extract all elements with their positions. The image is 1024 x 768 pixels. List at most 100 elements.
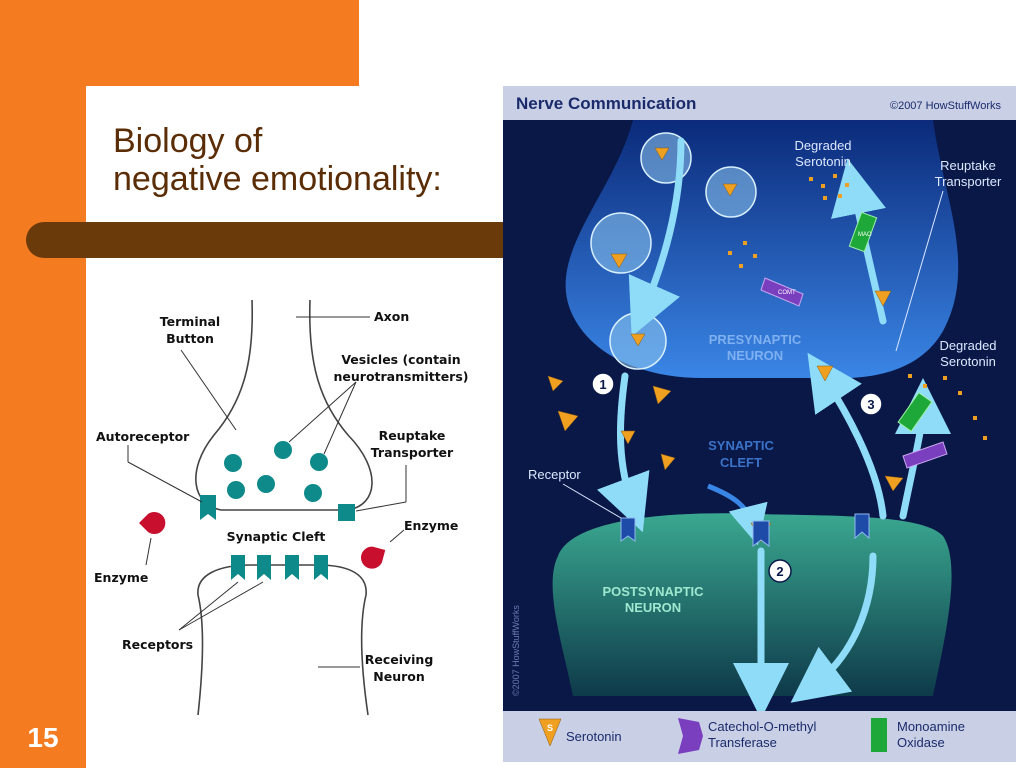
slide-number: 15 [27,722,59,753]
serotonin-molecule [874,290,892,307]
synaptic-cleft-label-2: CLEFT [720,455,762,470]
postsynaptic-receptors [231,555,328,580]
vesicle [310,453,328,471]
vesicle [227,481,245,499]
mao-enzyme-text: MAO [858,232,872,238]
degraded-serotonin-label-3: Degraded [939,338,996,353]
reuptake-arrow [807,352,887,520]
legend-bar [503,711,1016,762]
comt-enzyme [902,441,948,469]
enzyme-left-label: Enzyme [94,570,148,585]
mao-enzyme [897,391,933,433]
serotonin-molecule [547,375,564,392]
postsynaptic-arrow-3 [790,552,877,703]
mao-enzyme [848,211,878,253]
vesicle [257,475,275,493]
serotonin-molecule [630,333,646,347]
step-badges [591,372,883,583]
postsynaptic-receptors [620,513,870,547]
panel-copyright: ©2007 HowStuffWorks [890,100,1002,112]
synapse-diagram: Terminal Button Axon Vesicles (contain n… [94,299,469,716]
content-corner [86,86,206,206]
comt-enzymes [760,277,948,469]
degraded-serotonin-label-1: Degraded [794,138,851,153]
serotonin-molecule [610,253,628,269]
slide-title: Biology of negative emotionality: [113,122,442,198]
receptor-label: Receptor [528,467,581,482]
synaptic-cleft-label: Synaptic Cleft [227,529,326,544]
receiving-neuron-label-1: Receiving [365,652,434,667]
legend-serotonin-icon [538,718,562,747]
slide-title-line1: Biology of [113,122,263,160]
vesicle [224,454,242,472]
receptors-label: Receptors [122,637,193,652]
step-1-text: 1 [599,377,606,392]
reuptake-transporter-label-2: Transporter [935,174,1002,189]
presynaptic-label-1: PRESYNAPTIC [709,332,802,347]
step-1-badge [591,372,615,396]
presynaptic-label-2: NEURON [727,348,783,363]
vesicle [304,484,322,502]
receptor-shape [314,555,328,580]
reuptake-label-1: Reuptake [379,428,446,443]
title-underline-bar [26,222,546,258]
receptor-shape [257,555,271,580]
legend-comt-icon [678,718,703,754]
side-copyright: ©2007 HowStuffWorks [511,605,521,696]
receptor-shape [752,520,770,547]
serotonin-molecule [660,453,676,471]
mao-enzymes [848,211,933,433]
leader-lines [127,316,407,668]
vesicles [224,441,328,502]
enzyme-right-shape [361,546,386,569]
axon-label: Axon [374,309,409,324]
nerve-communication-panel: Nerve Communication ©2007 HowStuffWorks [503,86,1016,762]
reuptake-transporter-shape [338,504,355,521]
comt-enzyme-text: COMT [778,290,796,296]
terminal-button-label-2: Button [166,331,214,346]
release-arrow [628,137,685,337]
comt-enzyme [760,277,804,307]
reuptake-transporter-label-1: Reuptake [940,158,996,173]
legend-mao-label-1: Monoamine [897,719,965,734]
step-3-badge [859,392,883,416]
step-2-badge [768,559,792,583]
diffusion-arrow-1 [596,372,650,533]
legend: S Serotonin Catechol-O-methyl Transferas… [538,718,965,754]
vesicles-label-1: Vesicles (contain [341,352,460,367]
synaptic-cleft-label-1: SYNAPTIC [708,438,774,453]
panel-header-bar [503,86,1016,120]
vesicle [274,441,292,459]
enzyme-right-label: Enzyme [404,518,458,533]
receptor-shape [854,513,870,540]
legend-serotonin-icon-letter: S [547,723,553,733]
panel-title: Nerve Communication [516,94,696,113]
terminal-button-outline [195,299,373,511]
autoreceptor-shape [200,495,216,520]
legend-serotonin-label: Serotonin [566,729,622,744]
degraded-serotonin-label-4: Serotonin [940,354,996,369]
receptor-pointer-line [562,483,622,519]
orange-side-bar [0,0,86,768]
synapse-outline [195,299,373,716]
receptor-shape [620,517,636,542]
serotonin-molecule [816,365,834,382]
legend-mao-icon [871,718,887,752]
postsynaptic-label-1: POSTSYNAPTIC [602,584,704,599]
serotonin-molecule [620,430,636,445]
legend-mao-label-2: Oxidase [897,735,945,750]
serotonin-molecule [557,410,579,432]
serotonin-molecule [654,147,670,161]
enzyme-left-shape [139,512,166,534]
degraded-serotonin-dots [728,174,987,440]
postsynaptic-neuron-shape [552,513,952,696]
terminal-button-label-1: Terminal [160,314,220,329]
autoreceptor-label: Autoreceptor [96,429,190,444]
serotonin-molecule [722,183,738,197]
region-labels: PRESYNAPTIC NEURON SYNAPTIC CLEFT POSTSY… [602,332,801,615]
postsynaptic-label-2: NEURON [625,600,681,615]
slide-title-line2: negative emotionality: [113,160,442,198]
step-3-text: 3 [867,397,874,412]
synapse-labels: Terminal Button Axon Vesicles (contain n… [94,309,469,684]
degraded-serotonin-label-2: Serotonin [795,154,851,169]
